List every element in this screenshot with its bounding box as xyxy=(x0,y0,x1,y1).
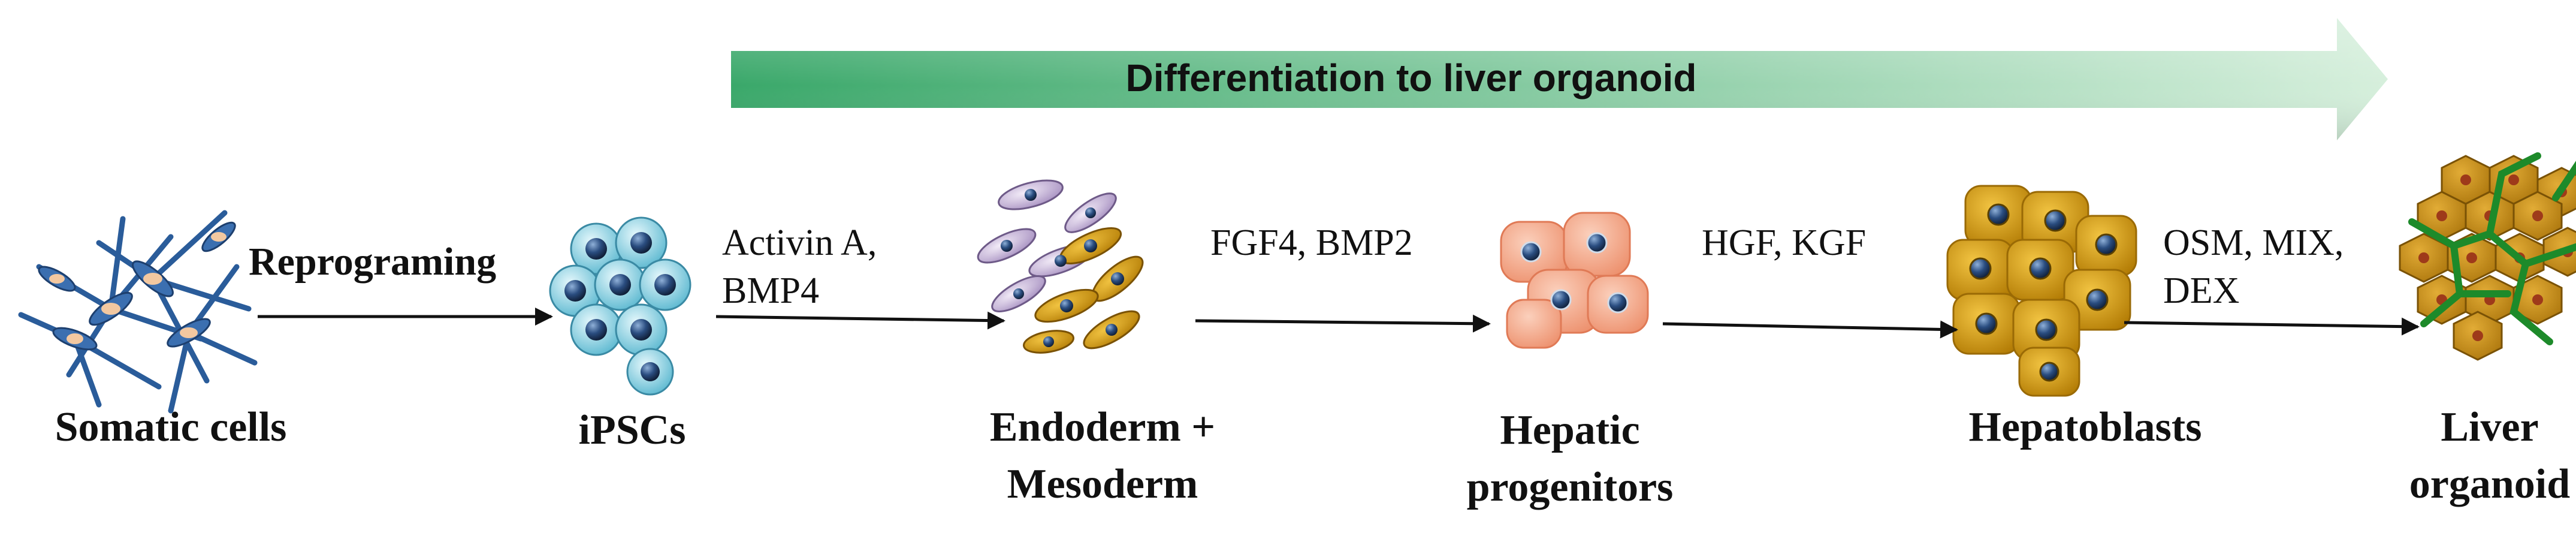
hepatic-progenitor-cells-icon xyxy=(1500,212,1649,349)
stage-label-ipscs: iPSCs xyxy=(579,407,686,453)
transition-label-hgf-kgf: HGF, KGF xyxy=(1702,222,1866,263)
stage-label-endoderm: Endoderm + xyxy=(990,404,1215,450)
transition-label-fgf4-bmp2: FGF4, BMP2 xyxy=(1210,222,1413,263)
arrow-to-organoid xyxy=(2124,317,2420,336)
liver-organoid-icon xyxy=(2399,152,2576,361)
arrow-to-progenitors xyxy=(1195,314,1491,333)
endoderm-mesoderm-cells-icon xyxy=(977,179,1144,354)
ipsc-cluster-icon xyxy=(549,216,691,396)
process-arrows xyxy=(258,308,2420,339)
stage-label-mesoderm: Mesoderm xyxy=(1007,461,1198,507)
transition-label-activin-a: Activin A, xyxy=(722,222,877,263)
banner-title: Differentiation to liver organoid xyxy=(1126,56,1697,100)
stage-label-progenitors: progenitors xyxy=(1467,464,1674,510)
stage-label-somatic-cells: Somatic cells xyxy=(55,404,287,450)
arrow-to-endoderm xyxy=(715,311,1005,330)
arrow-to-hepatoblasts xyxy=(1662,320,1958,339)
transition-label-reprogramming: Reprograming xyxy=(249,240,496,284)
stage-label-hepatic: Hepatic xyxy=(1500,407,1639,453)
transition-label-bmp4: BMP4 xyxy=(722,270,819,311)
transition-label-dex: DEX xyxy=(2163,270,2239,311)
stage-label-hepatoblasts: Hepatoblasts xyxy=(1969,404,2202,450)
transition-label-osm-mix: OSM, MIX, xyxy=(2163,222,2344,263)
banner-arrow-shade xyxy=(731,18,2388,140)
differentiation-banner: Differentiation to liver organoid xyxy=(731,18,2388,140)
hepatoblast-cells-icon xyxy=(1946,185,2137,397)
somatic-cells-icon xyxy=(18,210,258,414)
stage-label-liver: Liver xyxy=(2441,404,2538,450)
stage-label-organoid: organoid xyxy=(2409,461,2570,507)
